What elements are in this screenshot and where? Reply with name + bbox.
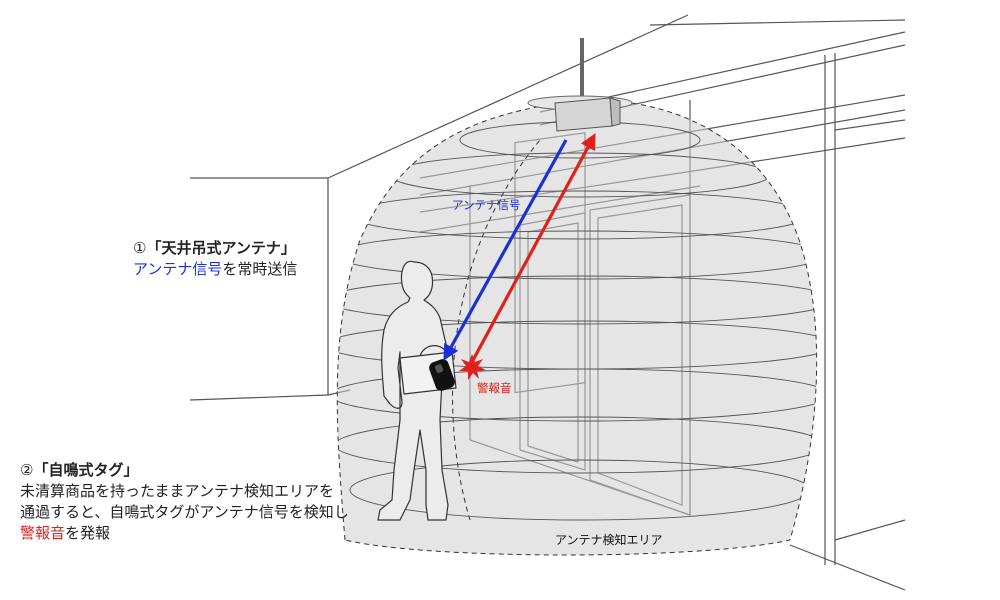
caption-tag-line-3: 通過すると、自鳴式タグがアンテナ信号を検知し — [20, 503, 349, 521]
alarm-sound-label: 警報音 — [477, 381, 512, 395]
alarm-burst-icon — [459, 354, 486, 380]
caption-antenna-number: ① — [133, 239, 147, 257]
caption-antenna-signal-text: アンテナ信号 — [133, 260, 223, 278]
tag-button — [435, 364, 444, 373]
detection-zone-outline — [336, 99, 818, 556]
ceiling-back-line — [649, 19, 906, 26]
caption-tag-line-4: 警報音を発報 — [20, 523, 349, 544]
caption-tag-title-line: ②「自鳴式タグ」 — [20, 460, 349, 481]
antenna-signal-arrow — [443, 139, 568, 361]
caption-tag-line-2: 未清算商品を持ったままアンテナ検知エリアを — [20, 482, 334, 500]
antenna-signal-label: アンテナ信号 — [452, 198, 521, 212]
floor-front-line — [789, 544, 906, 591]
alarm-signal-arrow — [470, 133, 596, 363]
caption-tag-title: 「自鳴式タグ」 — [33, 461, 139, 479]
antenna-side — [609, 97, 621, 127]
ceiling-edge-line — [327, 14, 689, 179]
alarm-burst-shape — [459, 354, 486, 380]
caption-tag-line-4-rest: を発報 — [65, 524, 111, 542]
detection-area-label: アンテナ検知エリア — [555, 533, 663, 547]
antenna-body — [554, 97, 613, 132]
caption-antenna-title: 「天井吊式アンテナ」 — [146, 239, 296, 257]
window-sill — [834, 519, 906, 541]
caption-tag: ②「自鳴式タグ」 未清算商品を持ったままアンテナ検知エリアを 通過すると、自鳴式… — [20, 460, 349, 544]
caption-antenna-desc-rest: を常時送信 — [222, 260, 298, 278]
ceiling-antenna-icon — [527, 38, 633, 132]
caption-antenna-title-line: ①「天井吊式アンテナ」 — [133, 238, 297, 259]
floor-left-line — [189, 394, 329, 401]
signal-arrows — [443, 133, 596, 363]
window-transom — [834, 119, 906, 131]
caption-antenna-desc-line: アンテナ信号を常時送信 — [133, 259, 297, 280]
caption-antenna: ①「天井吊式アンテナ」 アンテナ信号を常時送信 — [133, 238, 297, 280]
caption-tag-number: ② — [20, 461, 34, 479]
self-alarm-tag-icon — [429, 359, 455, 391]
caption-tag-alarm-text: 警報音 — [20, 524, 66, 542]
